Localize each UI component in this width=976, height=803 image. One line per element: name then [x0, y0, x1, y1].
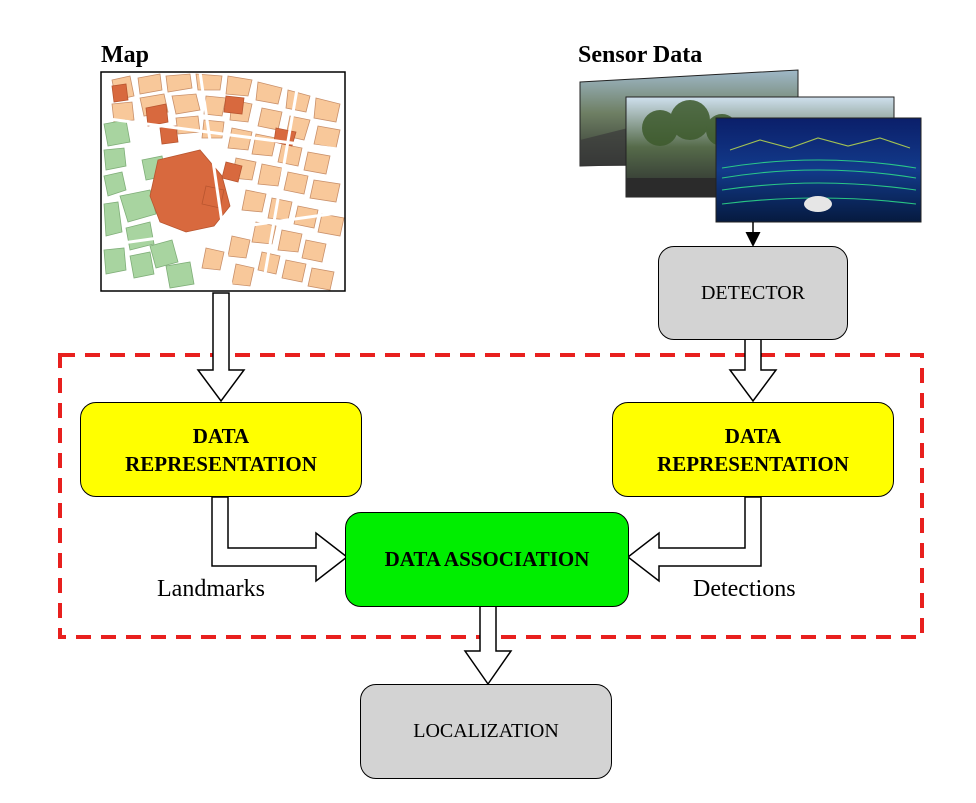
- detector-box: DETECTOR: [658, 246, 848, 340]
- arrow-map-to-representation: [196, 292, 246, 403]
- sensor-images: [579, 69, 922, 223]
- arrow-landmarks-to-association: [211, 496, 349, 583]
- detector-label: DETECTOR: [700, 281, 806, 304]
- arrow-association-to-localization: [463, 605, 513, 686]
- detections-label: Detections: [693, 576, 796, 602]
- data-representation-right-box: DATA REPRESENTATION: [612, 402, 894, 497]
- data-association-label: DATA ASSOCIATION: [384, 547, 590, 571]
- localization-label: LOCALIZATION: [413, 720, 559, 742]
- data-representation-left-line2: REPRESENTATION: [125, 451, 317, 476]
- data-representation-right-line1: DATA: [724, 423, 782, 448]
- data-representation-right-line2: REPRESENTATION: [657, 451, 849, 476]
- localization-box: LOCALIZATION: [360, 684, 612, 779]
- data-association-box: DATA ASSOCIATION: [345, 512, 629, 607]
- sensor-data-title: Sensor Data: [578, 42, 703, 68]
- sensor-frame-lidar: [715, 117, 922, 223]
- arrow-detector-to-representation: [728, 338, 778, 403]
- map-title: Map: [101, 42, 149, 68]
- map-image: [100, 71, 346, 292]
- arrow-detections-to-association: [626, 496, 762, 583]
- landmarks-label: Landmarks: [157, 576, 265, 602]
- data-representation-left-box: DATA REPRESENTATION: [80, 402, 362, 497]
- data-representation-left-line1: DATA: [192, 423, 250, 448]
